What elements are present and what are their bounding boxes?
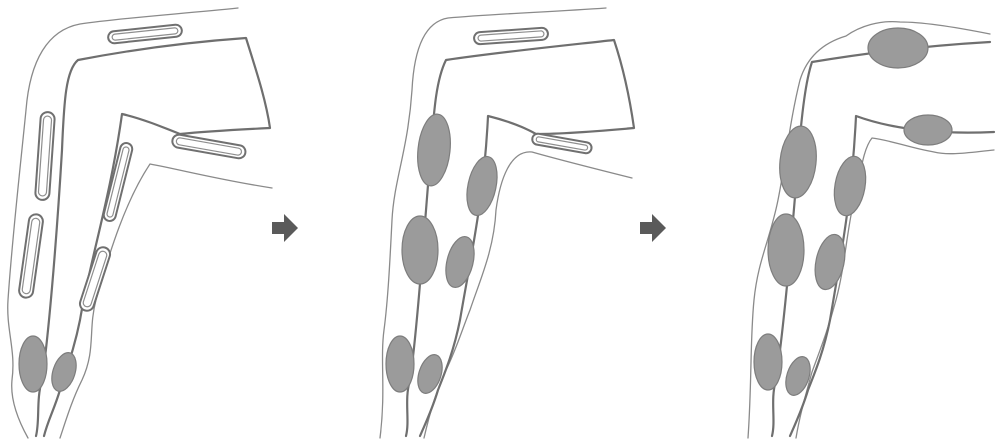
stage-3-swelling-top-2 <box>904 115 952 145</box>
stage-1-swelling-1 <box>19 336 47 392</box>
right-arrow-icon <box>272 214 298 242</box>
stage-1-swelling-2 <box>47 350 80 395</box>
stage-3-panel <box>748 22 994 438</box>
stage-3-swelling-2 <box>768 214 804 286</box>
stage-3-swelling-top-1 <box>868 28 928 68</box>
stage-3-swelling-1 <box>776 124 819 199</box>
right-arrow-icon <box>640 214 666 242</box>
stage-3-swelling-6 <box>781 354 814 399</box>
stage-1-panel <box>8 8 272 438</box>
stage-3-swelling-3 <box>754 334 782 390</box>
stage-2-panel <box>380 8 634 438</box>
stage-2-swelling-1 <box>414 113 453 188</box>
stage-2-swelling-2 <box>402 216 438 284</box>
stage-2-swelling-3 <box>386 336 414 392</box>
stage-2-inner-outline <box>424 152 632 438</box>
stage-2-swelling-6 <box>413 352 446 397</box>
stage-3-swelling-4 <box>830 154 870 218</box>
